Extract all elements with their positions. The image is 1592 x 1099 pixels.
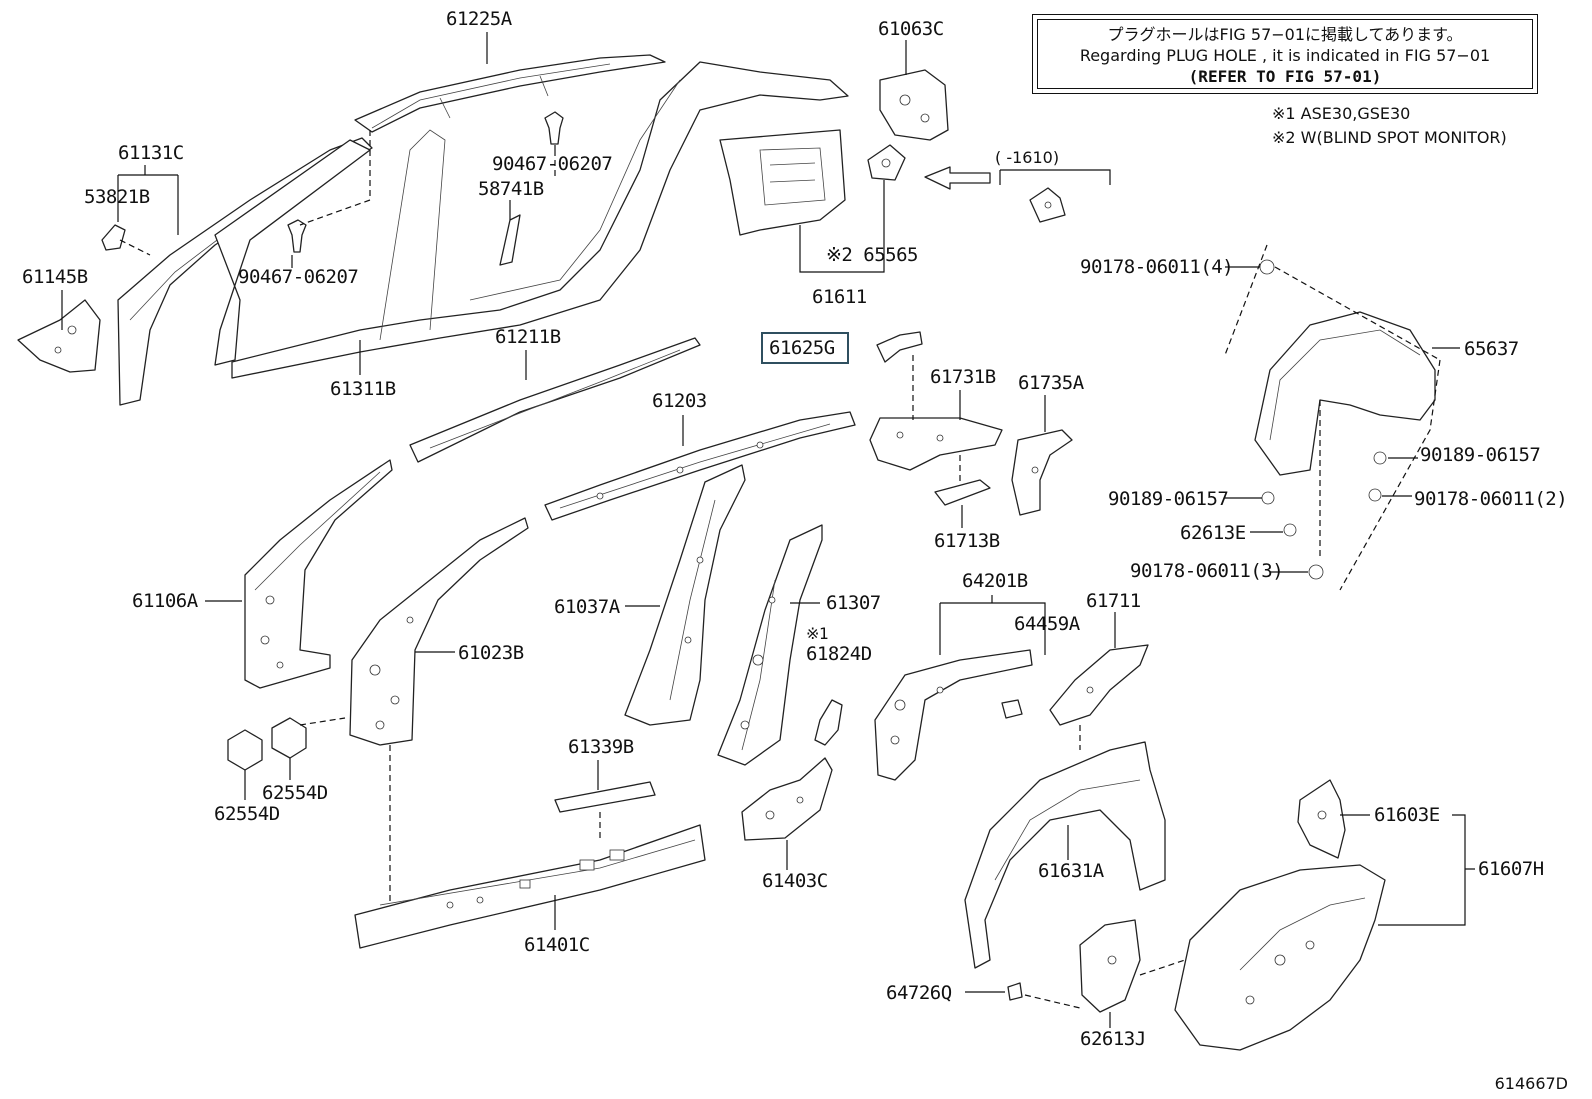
part-90178-06011-4[interactable]	[1259, 259, 1275, 275]
part-90467-06207-clip-a[interactable]	[287, 219, 307, 253]
part-61625G[interactable]	[876, 331, 923, 363]
label-61023B[interactable]: 61023B	[458, 642, 524, 664]
part-date-range-bracket[interactable]	[1029, 187, 1066, 223]
label-62613J[interactable]: 62613J	[1080, 1028, 1146, 1050]
part-61607H[interactable]	[1174, 864, 1386, 1051]
part-61106A[interactable]	[244, 459, 393, 689]
part-61063C[interactable]	[879, 69, 949, 141]
part-61735A[interactable]	[1011, 429, 1073, 516]
part-61403C[interactable]	[741, 757, 833, 841]
label-62554D-b[interactable]: 62554D	[262, 782, 328, 804]
part-64459A[interactable]	[1001, 699, 1023, 719]
part-64726Q[interactable]	[1007, 982, 1023, 1001]
part-64201B[interactable]	[874, 649, 1033, 781]
label-90467-06207-a[interactable]: 90467-06207	[238, 266, 359, 288]
part-65565[interactable]	[867, 144, 906, 181]
label-61106A[interactable]: 61106A	[132, 590, 198, 612]
label-61603E[interactable]: 61603E	[1374, 804, 1440, 826]
part-90189-06157-b[interactable]	[1261, 491, 1275, 505]
label-53821B[interactable]: 53821B	[84, 186, 150, 208]
label-62554D-a[interactable]: 62554D	[214, 803, 280, 825]
part-90178-06011-2[interactable]	[1368, 488, 1382, 502]
part-61731B[interactable]	[869, 417, 1003, 471]
remark-2: ※2 W(BLIND SPOT MONITOR)	[1272, 128, 1507, 147]
part-53821B[interactable]	[101, 224, 126, 251]
part-90178-06011-3[interactable]	[1308, 564, 1324, 580]
label-61731B[interactable]: 61731B	[930, 366, 996, 388]
part-61023B[interactable]	[349, 517, 529, 746]
label-90178-06011-2[interactable]: 90178-06011(2)	[1414, 488, 1568, 510]
remark-1: ※1 ASE30,GSE30	[1272, 104, 1411, 123]
note-line-2: Regarding PLUG HOLE , it is indicated in…	[1079, 46, 1491, 65]
label-61225A[interactable]: 61225A	[446, 8, 512, 30]
label-61607H[interactable]: 61607H	[1478, 858, 1544, 880]
label-62613E[interactable]: 62613E	[1180, 522, 1246, 544]
note-line-1: プラグホールはFIG 57−01に掲載してあります。	[1107, 25, 1463, 44]
label-61735A[interactable]: 61735A	[1018, 372, 1084, 394]
label-90178-06011-4[interactable]: 90178-06011(4)	[1080, 256, 1234, 278]
label-65637[interactable]: 65637	[1464, 338, 1519, 360]
date-range-label: ( -1610)	[995, 148, 1060, 167]
label-90189-06157-b[interactable]: 90189-06157	[1108, 488, 1229, 510]
part-61145B[interactable]	[17, 299, 101, 373]
label-61063C[interactable]: 61063C	[878, 18, 944, 40]
label-61211B[interactable]: 61211B	[495, 326, 561, 348]
part-61824D[interactable]	[814, 699, 843, 746]
label-61611[interactable]: 61611	[812, 286, 867, 308]
part-90189-06157-a[interactable]	[1373, 451, 1387, 465]
part-61211B[interactable]	[409, 337, 701, 463]
label-61131C[interactable]: 61131C	[118, 142, 184, 164]
label-61145B[interactable]: 61145B	[22, 266, 88, 288]
part-90467-06207-clip-b[interactable]	[544, 111, 564, 145]
dashed-lines	[119, 130, 1441, 1009]
label-61824D[interactable]: 61824D	[806, 643, 872, 665]
label-61403C[interactable]: 61403C	[762, 870, 828, 892]
part-62613E[interactable]	[1283, 523, 1297, 537]
label-61625G[interactable]: 61625G	[769, 337, 835, 359]
leader-lines	[61, 32, 1475, 1028]
arrow-indicator	[924, 166, 991, 190]
label-61711[interactable]: 61711	[1086, 590, 1141, 612]
part-61713B[interactable]	[934, 479, 991, 506]
part-61401C[interactable]	[354, 824, 706, 949]
label-61307[interactable]: 61307	[826, 592, 881, 614]
label-61339B[interactable]: 61339B	[568, 736, 634, 758]
label-61401C[interactable]: 61401C	[524, 934, 590, 956]
label-61037A[interactable]: 61037A	[554, 596, 620, 618]
part-body-side-outer[interactable]	[117, 61, 849, 406]
label-65565[interactable]: ※2 65565	[826, 244, 919, 266]
part-62554D-hex-a[interactable]	[227, 729, 263, 771]
note-line-3: (REFER TO FIG 57-01)	[1188, 67, 1382, 86]
highlight-frame	[761, 332, 849, 364]
part-62554D-hex-b[interactable]	[271, 717, 307, 759]
part-61037A[interactable]	[624, 464, 746, 726]
label-64201B[interactable]: 64201B	[962, 570, 1028, 592]
label-61311B[interactable]: 61311B	[330, 378, 396, 400]
part-61339B[interactable]	[554, 781, 656, 813]
label-90178-06011-3[interactable]: 90178-06011(3)	[1130, 560, 1284, 582]
label-64726Q[interactable]: 64726Q	[886, 982, 952, 1004]
part-61203[interactable]	[544, 411, 856, 521]
part-61631A[interactable]	[964, 741, 1166, 969]
label-90189-06157-a[interactable]: 90189-06157	[1420, 444, 1541, 466]
label-61203[interactable]: 61203	[652, 390, 707, 412]
label-90467-06207-b[interactable]: 90467-06207	[492, 153, 613, 175]
part-62613J[interactable]	[1079, 919, 1141, 1013]
part-61307[interactable]	[717, 524, 823, 766]
label-61824D-mark: ※1	[806, 624, 829, 643]
label-64459A[interactable]: 64459A	[1014, 613, 1080, 635]
figure-number: 614667D	[1494, 1074, 1568, 1093]
label-61713B[interactable]: 61713B	[934, 530, 1000, 552]
part-61711[interactable]	[1049, 644, 1149, 726]
label-58741B[interactable]: 58741B	[478, 178, 544, 200]
part-65637[interactable]	[1254, 311, 1436, 476]
part-61225A-roof-rail[interactable]	[354, 54, 666, 133]
label-61631A[interactable]: 61631A	[1038, 860, 1104, 882]
note-box: プラグホールはFIG 57−01に掲載してあります。 Regarding PLU…	[1032, 14, 1538, 94]
part-61603E[interactable]	[1297, 779, 1346, 859]
